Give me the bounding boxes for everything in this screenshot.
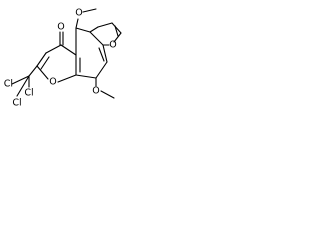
atom-oxygen-methoxy-bottom: O <box>92 86 99 97</box>
bond <box>114 25 119 37</box>
atom-oxygen-carbonyl: O <box>57 22 64 33</box>
chemical-structure: O O O O O <box>4 8 122 109</box>
atom-chlorine-top: Cl <box>24 88 33 99</box>
atom-oxygen-furan: O <box>109 40 116 51</box>
bond <box>113 32 122 43</box>
trichloromethyl-group: Cl Cl Cl <box>4 65 38 109</box>
pyranone-ring: O <box>36 44 77 88</box>
bond <box>100 90 115 99</box>
atom-oxygen-methoxy-top: O <box>75 8 82 19</box>
bond <box>57 74 77 83</box>
bond <box>75 74 97 79</box>
bond <box>60 44 77 56</box>
bond <box>89 31 104 46</box>
bond <box>111 22 122 34</box>
bond <box>95 61 108 79</box>
bond <box>89 26 99 33</box>
bond <box>75 18 79 29</box>
bond <box>75 27 91 33</box>
bond <box>16 75 30 97</box>
bond <box>40 56 50 70</box>
methoxy-top-group: O <box>75 8 97 29</box>
carbonyl-group: O <box>57 22 65 46</box>
bond <box>45 44 62 54</box>
atom-chlorine-bottom: Cl <box>12 98 21 109</box>
bond <box>36 65 49 80</box>
furan-ring: O <box>89 22 122 51</box>
bond <box>82 8 97 13</box>
bond <box>11 75 30 85</box>
atom-oxygen-pyran: O <box>49 77 56 88</box>
bond <box>97 22 113 28</box>
bond <box>28 65 38 77</box>
bond <box>36 52 47 67</box>
atom-chlorine-left: Cl <box>4 79 13 90</box>
benzene-ring <box>75 27 108 79</box>
bond <box>102 44 108 63</box>
methoxy-bottom-group: O <box>92 77 115 99</box>
bond <box>98 47 105 62</box>
